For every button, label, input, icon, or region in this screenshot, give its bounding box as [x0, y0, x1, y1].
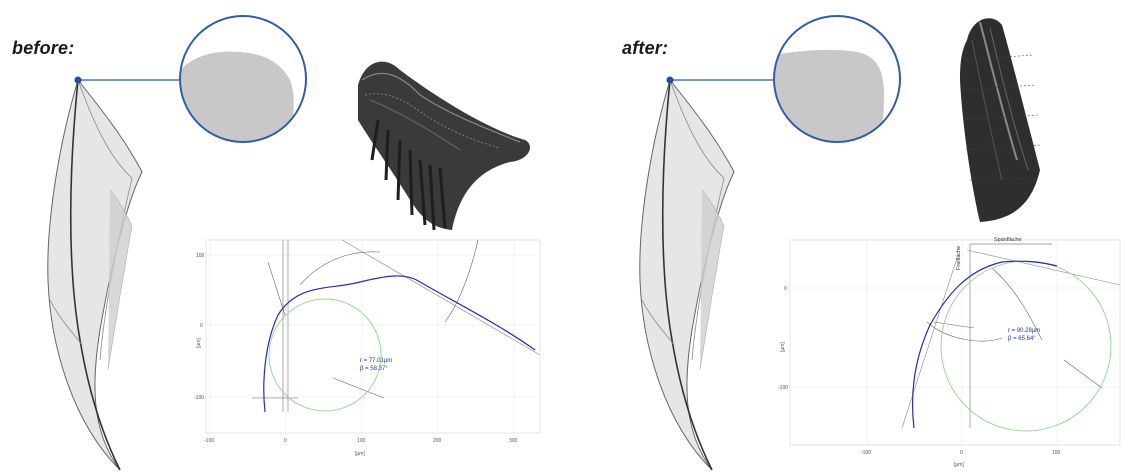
y-axis-unit: [µm]	[780, 342, 786, 352]
profile-plot: 0 -100 -100 0 100 [µm] [µm] Spanfläche F…	[778, 237, 1121, 468]
x-tick-label: 300	[509, 438, 518, 444]
x-tick-label: -100	[204, 438, 214, 444]
angle-annotation: β = 65.64°	[1008, 336, 1036, 342]
blade-drawing	[639, 78, 735, 471]
x-tick-label: -100	[861, 450, 871, 456]
x-tick-label: 100	[1052, 450, 1061, 456]
fit-circle	[268, 298, 382, 412]
blade-drawing	[47, 78, 143, 471]
y-tick-label: -100	[194, 395, 204, 401]
after-heading: after:	[622, 38, 669, 58]
flank-face-label: Freifläche	[956, 246, 962, 270]
y-tick-label: 0	[784, 286, 787, 292]
y-axis-unit: [µm]	[196, 338, 202, 348]
magnifier-circle	[179, 15, 307, 143]
x-tick-label: 100	[357, 438, 366, 444]
tip-marker	[74, 76, 82, 84]
x-axis-unit: [µm]	[954, 462, 964, 468]
y-tick-label: -100	[778, 385, 788, 391]
magnifier-circle	[773, 15, 901, 143]
surface-3d-render	[960, 18, 1041, 222]
before-heading: before:	[12, 38, 75, 58]
profile-curve	[263, 275, 536, 413]
before-illustration: 100 0 -100 -100 0 100 200 300 [µm] [µm] …	[47, 15, 541, 471]
x-tick-label: 200	[433, 438, 442, 444]
profile-curve	[911, 260, 1058, 429]
y-tick-label: 100	[196, 253, 205, 259]
tip-marker	[666, 76, 674, 84]
x-tick-label: 0	[960, 450, 963, 456]
after-panel: after:	[562, 0, 1124, 473]
radius-annotation: r = 80.28µm	[1008, 328, 1040, 334]
radius-annotation: r = 77.01µm	[360, 358, 392, 364]
y-tick-label: 0	[200, 323, 203, 329]
rake-face-label: Spanfläche	[994, 237, 1022, 243]
after-illustration: 0 -100 -100 0 100 [µm] [µm] Spanfläche F…	[639, 15, 1121, 471]
surface-3d-render	[358, 61, 530, 231]
before-panel: before:	[12, 15, 541, 471]
profile-plot: 100 0 -100 -100 0 100 200 300 [µm] [µm] …	[194, 239, 541, 457]
x-tick-label: 0	[284, 438, 287, 444]
x-axis-unit: [µm]	[355, 451, 365, 457]
angle-annotation: β = 58.37°	[360, 366, 388, 372]
